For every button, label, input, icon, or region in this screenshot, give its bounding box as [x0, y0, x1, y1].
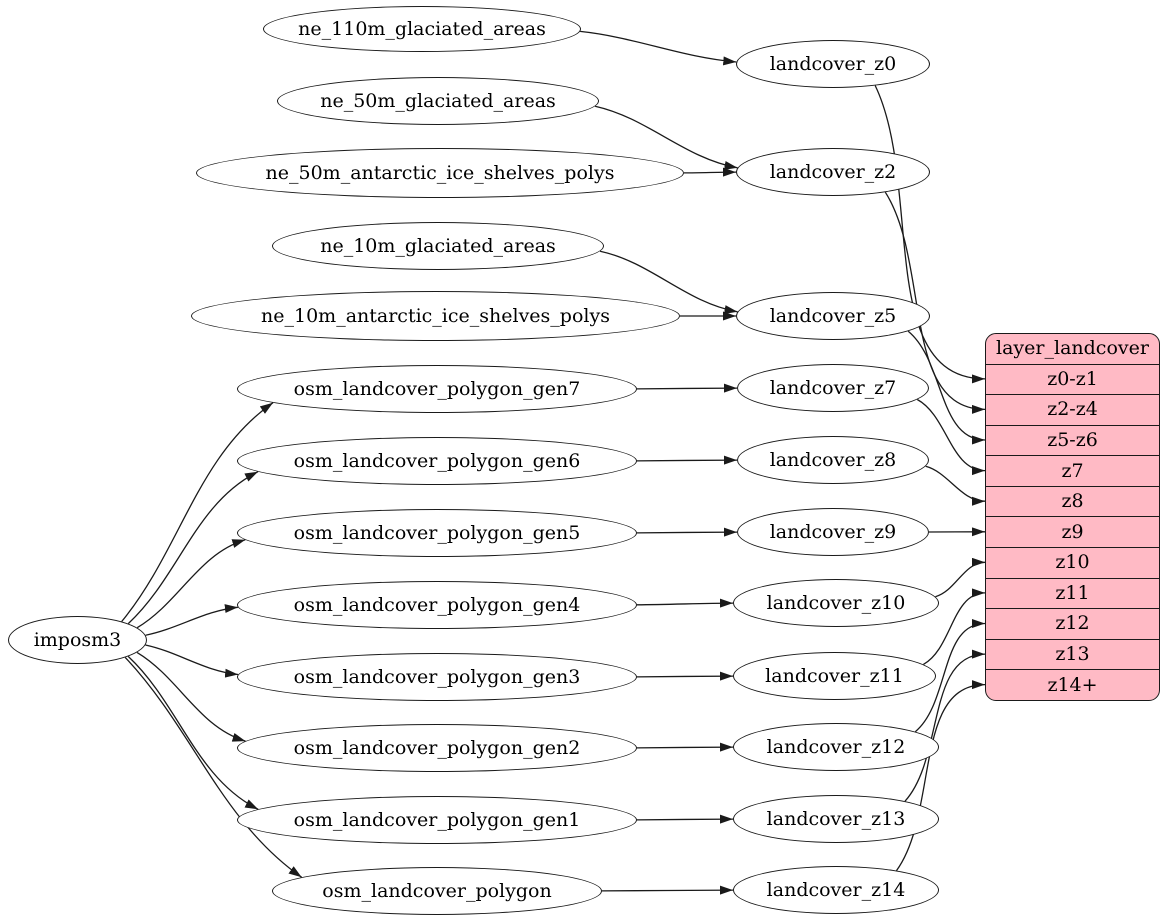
node-landcover-z8: landcover_z8: [737, 436, 929, 484]
edge-landcover_z13-to-layer_landcover:z13: [904, 649, 986, 802]
node-ne-10m-antarctic-ice-shelves-polys: ne_10m_antarctic_ice_shelves_polys: [191, 291, 680, 341]
edge-landcover_z12-to-layer_landcover:z12: [914, 619, 986, 733]
node-ne-50m-antarctic-ice-shelves-polys: ne_50m_antarctic_ice_shelves_polys: [196, 148, 684, 198]
edge-imposm3-to-osm_landcover_polygon_gen6: [127, 471, 259, 625]
edge-osm_landcover_polygon_gen5-to-landcover_z9: [636, 527, 738, 537]
edge-imposm3-to-osm_landcover_polygon_gen5: [136, 539, 246, 629]
edge-landcover_z2-to-layer_landcover:z2-z4: [884, 191, 986, 414]
record-row-z14plus: z14+: [986, 669, 1159, 700]
edge-landcover_z8-to-layer_landcover:z8: [925, 465, 986, 506]
node-ne-110m-glaciated-areas: ne_110m_glaciated_areas: [263, 6, 581, 52]
edge-osm_landcover_polygon-to-landcover_z14: [601, 885, 734, 895]
node-osm-landcover-polygon-gen5: osm_landcover_polygon_gen5: [237, 509, 637, 557]
edge-ne_50m_glaciated_areas-to-landcover_z2: [594, 105, 738, 170]
edge-landcover_z10-to-layer_landcover:z10: [935, 557, 986, 598]
edge-osm_landcover_polygon_gen1-to-landcover_z13: [636, 814, 734, 824]
edge-landcover_z5-to-layer_landcover:z5-z6: [907, 330, 986, 445]
edge-ne_10m_glaciated_areas-to-landcover_z5: [599, 250, 738, 314]
node-landcover-z14: landcover_z14: [733, 866, 939, 914]
record-row-z12: z12: [986, 608, 1159, 639]
record-row-z11: z11: [986, 577, 1159, 609]
record-row-z0-z1: z0-z1: [986, 363, 1159, 395]
edge-osm_landcover_polygon_gen3-to-landcover_z11: [636, 671, 734, 681]
record-row-z5-z6: z5-z6: [986, 424, 1159, 456]
node-ne-10m-glaciated-areas: ne_10m_glaciated_areas: [272, 222, 604, 270]
edge-osm_landcover_polygon_gen6-to-landcover_z8: [636, 455, 738, 465]
record-row-z7: z7: [986, 455, 1159, 486]
node-landcover-z10: landcover_z10: [733, 579, 939, 627]
node-imposm3: imposm3: [8, 616, 147, 664]
edge-landcover_z7-to-layer_landcover:z7: [916, 398, 986, 476]
edge-imposm3-to-osm_landcover_polygon_gen1: [127, 655, 259, 810]
edge-osm_landcover_polygon_gen7-to-landcover_z7: [636, 383, 738, 393]
record-row-z8: z8: [986, 485, 1159, 517]
node-landcover-z2: landcover_z2: [736, 148, 930, 196]
node-landcover-z11: landcover_z11: [733, 652, 936, 700]
record-row-z10: z10: [986, 547, 1159, 578]
node-osm-landcover-polygon-gen7: osm_landcover_polygon_gen7: [237, 365, 637, 413]
node-osm-landcover-polygon: osm_landcover_polygon: [272, 867, 602, 915]
edge-imposm3-to-osm_landcover_polygon_gen7: [121, 402, 274, 622]
edge-imposm3-to-osm_landcover_polygon: [124, 656, 303, 878]
node-osm-landcover-polygon-gen4: osm_landcover_polygon_gen4: [237, 581, 637, 629]
node-landcover-z13: landcover_z13: [733, 795, 939, 843]
edge-ne_50m_antarctic_ice_shelves_polys-to-landcover_z2: [683, 167, 737, 177]
edge-imposm3-to-osm_landcover_polygon_gen3: [145, 644, 239, 678]
record-row-z9: z9: [986, 516, 1159, 547]
node-landcover-z7: landcover_z7: [737, 364, 929, 412]
edge-imposm3-to-osm_landcover_polygon_gen2: [136, 651, 246, 742]
node-landcover-z5: landcover_z5: [736, 292, 930, 340]
edge-landcover_z11-to-layer_landcover:z11: [923, 588, 986, 665]
node-landcover-z9: landcover_z9: [737, 508, 929, 556]
node-landcover-z0: landcover_z0: [736, 40, 930, 88]
node-osm-landcover-polygon-gen3: osm_landcover_polygon_gen3: [237, 653, 637, 701]
record-title: layer_landcover: [996, 337, 1149, 360]
edge-osm_landcover_polygon_gen2-to-landcover_z12: [636, 742, 734, 752]
record-layer-landcover: layer_landcover z0-z1 z2-z4 z5-z6 z7 z8 …: [985, 333, 1160, 701]
edge-osm_landcover_polygon_gen4-to-landcover_z10: [636, 598, 734, 608]
record-row-z2-z4: z2-z4: [986, 394, 1159, 425]
record-row-z13: z13: [986, 638, 1159, 670]
node-osm-landcover-polygon-gen1: osm_landcover_polygon_gen1: [237, 796, 637, 844]
node-osm-landcover-polygon-gen6: osm_landcover_polygon_gen6: [237, 437, 637, 485]
node-landcover-z12: landcover_z12: [733, 723, 939, 771]
edge-landcover_z0-to-layer_landcover:z0-z1: [874, 85, 986, 384]
edge-landcover_z14-to-layer_landcover:z14+: [895, 680, 986, 871]
node-ne-50m-glaciated-areas: ne_50m_glaciated_areas: [277, 77, 599, 125]
edge-imposm3-to-osm_landcover_polygon_gen4: [145, 604, 238, 636]
node-osm-landcover-polygon-gen2: osm_landcover_polygon_gen2: [237, 724, 637, 772]
edge-ne_110m_glaciated_areas-to-landcover_z0: [580, 30, 737, 66]
